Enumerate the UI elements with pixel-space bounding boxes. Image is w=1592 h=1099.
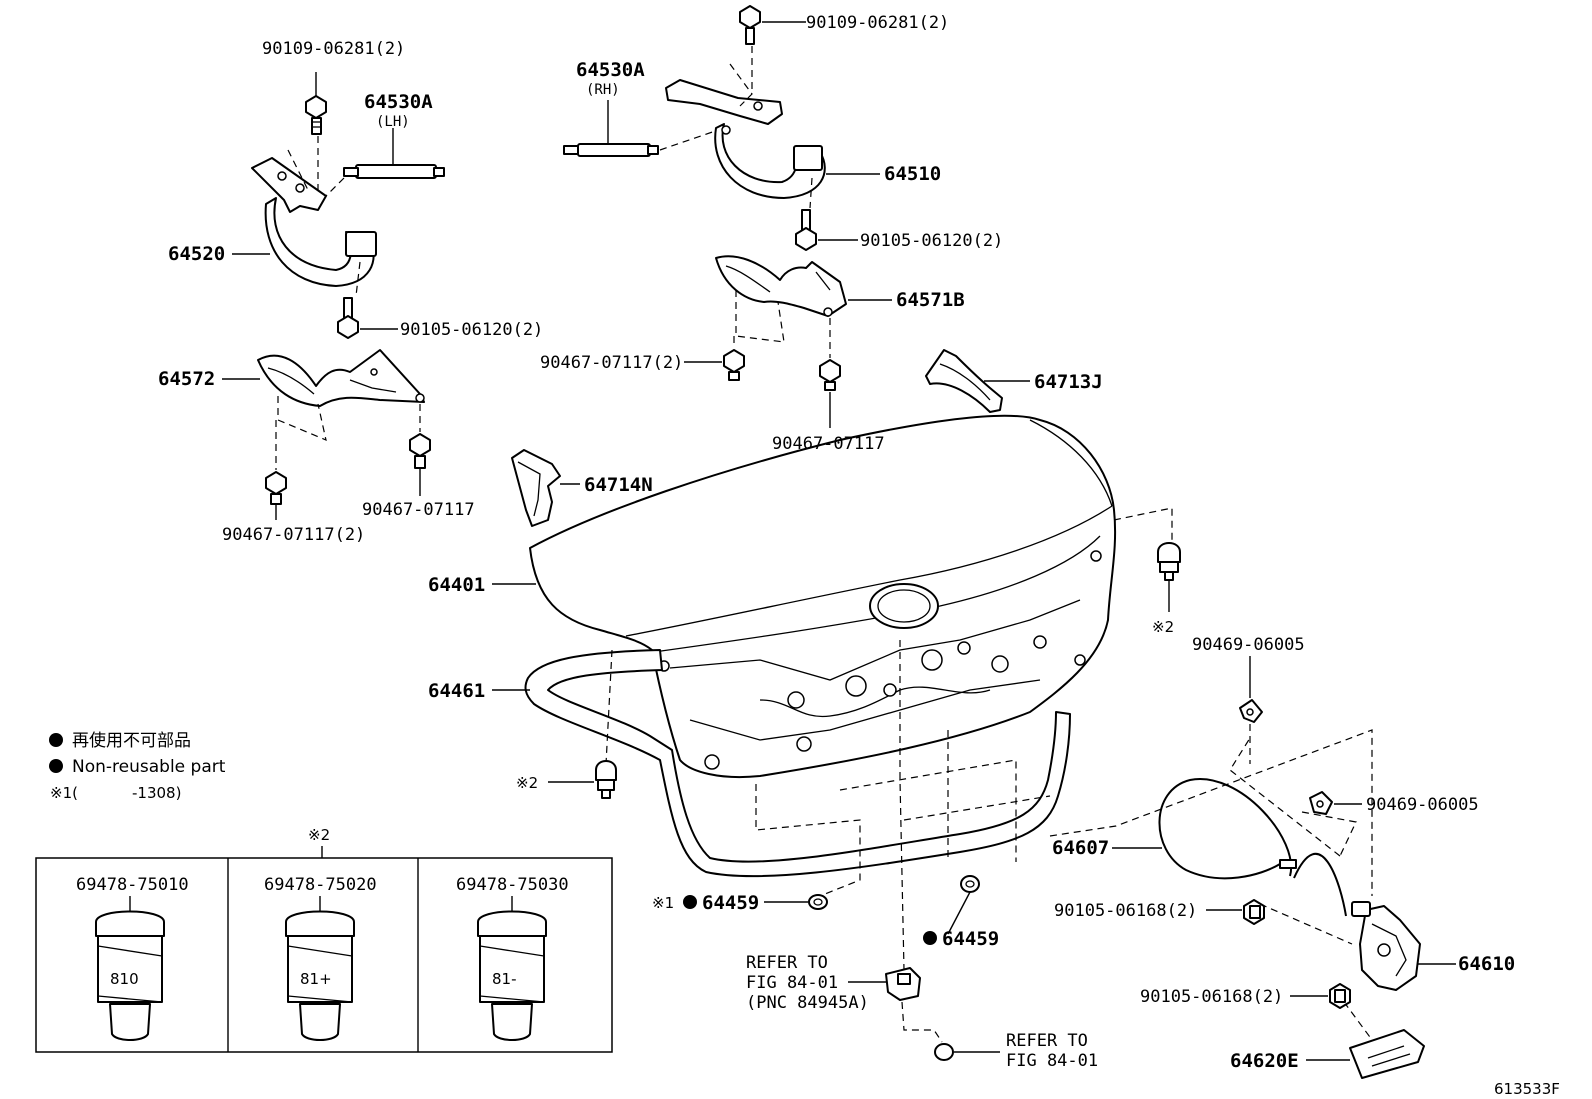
- non-reusable-mark-plug-2: [923, 931, 937, 945]
- cushion-cell-2: 69478-75020 81+: [264, 875, 377, 1041]
- cushion-code-3: 81-: [492, 970, 517, 988]
- gas-stay-rh-icon: [563, 143, 659, 157]
- label-lid: 64401: [428, 574, 485, 596]
- label-bolt-lock-2: 90105-06168(2): [1140, 987, 1283, 1007]
- cushion-cell-1: 69478-75010 810: [76, 875, 189, 1041]
- non-reusable-mark-plug-1: [683, 895, 697, 909]
- legend-dot-jp: [49, 733, 63, 747]
- luggage-lid-icon: [529, 414, 1117, 779]
- label-bolt-lh-lower: 90105-06120(2): [400, 320, 543, 340]
- clip-lh-2-icon: [265, 471, 287, 505]
- label-cushion-note-left: ※2: [516, 774, 538, 792]
- cushion-table-header: ※2: [308, 826, 330, 844]
- bolt-rh-top-icon: [739, 5, 761, 45]
- weatherstrip-icon: [524, 649, 1071, 878]
- label-plug-2: 64459: [942, 928, 999, 950]
- cushion-code-1: 810: [110, 970, 139, 988]
- bolt-lock-2-icon: [1329, 983, 1351, 1009]
- label-clip-lh-2: 90467-07117(2): [222, 525, 365, 545]
- label-clip-lh-1: 90467-07117: [362, 500, 475, 520]
- clip-lh-1-icon: [409, 433, 431, 469]
- trim-rh-icon: [925, 349, 1003, 413]
- label-weatherstrip: 64461: [428, 680, 485, 702]
- cushion-lh-icon: [595, 760, 617, 799]
- cushion-code-2: 81+: [300, 970, 332, 988]
- label-clip-rh-2: 90467-07117: [772, 434, 885, 454]
- figure-id: 613533F: [1494, 1080, 1560, 1098]
- hinge-rh-icon: [665, 79, 826, 199]
- label-refer-2-line2: FIG 84-01: [1006, 1051, 1098, 1071]
- bolt-lock-1-icon: [1243, 899, 1265, 925]
- striker-icon: [1349, 1029, 1425, 1079]
- cushion-table: ※2 69478-75010 810 69478-75020 81+ 6947: [35, 826, 613, 1053]
- lock-assembly-icon: [1351, 901, 1421, 991]
- label-hinge-cover-rh: 64571B: [896, 289, 965, 311]
- bolt-rh-lower-icon: [795, 209, 817, 251]
- legend-note1-mark: ※1(: [50, 784, 78, 802]
- bolt-lh-top-icon: [305, 95, 327, 135]
- cushion-cell-3: 69478-75030 81-: [456, 875, 569, 1041]
- legend-dot-en: [49, 759, 63, 773]
- label-clamp-2: 90469-06005: [1366, 795, 1479, 815]
- label-bolt-rh-top: 90109-06281(2): [806, 13, 949, 33]
- label-hinge-cover-lh: 64572: [158, 368, 215, 390]
- clamp-2-icon: [1309, 791, 1333, 815]
- label-refer-1-line2: FIG 84-01: [746, 973, 838, 993]
- label-lock: 64610: [1458, 953, 1515, 975]
- hinge-cover-rh-icon: [715, 255, 847, 317]
- label-refer-1-line1: REFER TO: [746, 953, 828, 973]
- clip-rh-1-icon: [723, 349, 745, 381]
- hinge-lh-icon: [251, 157, 377, 287]
- cushion-part-3: 69478-75030: [456, 875, 569, 895]
- hinge-cover-lh-icon: [257, 349, 425, 407]
- label-bolt-lock-1: 90105-06168(2): [1054, 901, 1197, 921]
- label-hinge-rh: 64510: [884, 163, 941, 185]
- label-cable: 64607: [1052, 837, 1109, 859]
- legend-jp: 再使用不可部品: [72, 730, 191, 751]
- label-stay-lh: 64530A: [364, 91, 433, 113]
- label-clip-rh-1: 90467-07117(2): [540, 353, 683, 373]
- grommet-icon: [934, 1043, 954, 1061]
- hole-plug-1-icon: [808, 894, 828, 910]
- lid-switch-icon: [885, 967, 921, 1001]
- cushion-rh-icon: [1157, 542, 1181, 581]
- label-refer-1-line3: (PNC 84945A): [746, 993, 869, 1013]
- hinge-assembly-rh: [563, 5, 892, 428]
- bolt-lh-lower-icon: [337, 297, 359, 339]
- label-striker: 64620E: [1230, 1050, 1299, 1072]
- opener-cable-icon: [1158, 778, 1347, 917]
- label-cushion-note: ※2: [1152, 618, 1174, 636]
- label-clamp-1: 90469-06005: [1192, 635, 1305, 655]
- label-trim-rh: 64713J: [1034, 371, 1103, 393]
- clamp-1-icon: [1239, 699, 1263, 723]
- label-stay-rh-side: (RH): [586, 82, 620, 98]
- label-stay-lh-side: (LH): [376, 114, 410, 130]
- label-bolt-lh-top: 90109-06281(2): [262, 39, 405, 59]
- label-stay-rh: 64530A: [576, 59, 645, 81]
- label-hinge-lh: 64520: [168, 243, 225, 265]
- label-refer-2-line1: REFER TO: [1006, 1031, 1088, 1051]
- legend: 再使用不可部品 Non-reusable part ※1( -1308): [49, 730, 226, 802]
- label-bolt-rh-lower: 90105-06120(2): [860, 231, 1003, 251]
- gas-stay-lh-icon: [343, 164, 445, 179]
- hole-plug-2-icon: [960, 875, 980, 893]
- clip-rh-2-icon: [819, 359, 841, 391]
- label-plug-1-note: ※1: [652, 894, 674, 912]
- trim-lh-icon: [511, 449, 561, 527]
- legend-en: Non-reusable part: [72, 757, 226, 777]
- cushion-part-2: 69478-75020: [264, 875, 377, 895]
- hinge-assembly-lh: [222, 72, 445, 520]
- label-plug-1: 64459: [702, 892, 759, 914]
- cushion-part-1: 69478-75010: [76, 875, 189, 895]
- legend-note1-code: -1308): [132, 784, 181, 802]
- label-trim-lh: 64714N: [584, 474, 653, 496]
